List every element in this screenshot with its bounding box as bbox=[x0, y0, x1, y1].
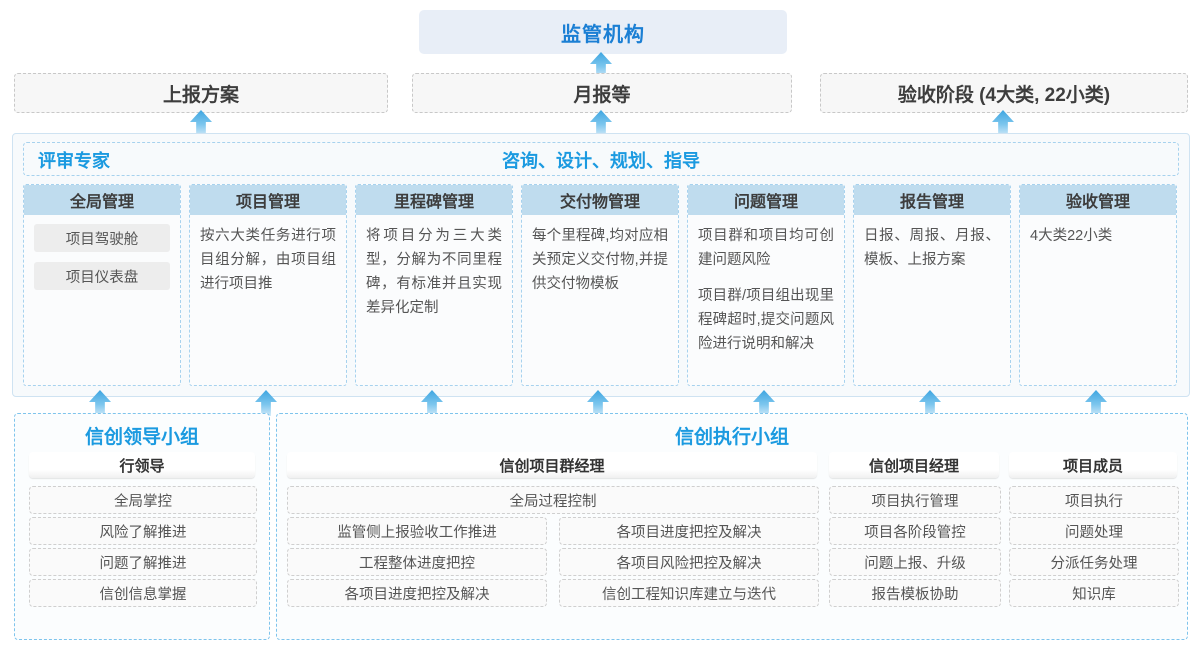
arrow-up-column-6 bbox=[919, 390, 941, 416]
exec-item[interactable]: 监管侧上报验收工作推进 bbox=[287, 517, 547, 545]
regulator-box: 监管机构 bbox=[419, 10, 787, 54]
exec-item[interactable]: 知识库 bbox=[1009, 579, 1179, 607]
capability-column[interactable]: 全局管理项目驾驶舱项目仪表盘 bbox=[23, 184, 181, 386]
capability-column-body: 将项目分为三大类型，分解为不同里程碑，有标准并且实现差异化定制 bbox=[356, 215, 512, 320]
leader-group-item[interactable]: 全局掌控 bbox=[29, 486, 257, 514]
arrow-up-column-1 bbox=[89, 390, 111, 416]
capability-description: 日报、周报、月报、模板、上报方案 bbox=[864, 228, 1000, 268]
capability-description: 项目群/项目组出现里程碑超时,提交问题风险进行说明和解决 bbox=[698, 288, 834, 352]
capability-description: 将项目分为三大类型，分解为不同里程碑，有标准并且实现差异化定制 bbox=[366, 228, 502, 316]
exec-item[interactable]: 问题上报、升级 bbox=[829, 548, 1001, 576]
exec-group: 信创执行小组 信创项目群经理全局过程控制监管侧上报验收工作推进工程整体进度把控各… bbox=[276, 413, 1188, 640]
capability-description: 每个里程碑,均对应相关预定义交付物,并提供交付物模板 bbox=[532, 228, 668, 292]
capability-column-body: 每个里程碑,均对应相关预定义交付物,并提供交付物模板 bbox=[522, 215, 678, 296]
report-box-monthly: 月报等 bbox=[412, 73, 792, 113]
exec-item[interactable]: 各项目风险把控及解决 bbox=[559, 548, 819, 576]
consulting-label: 咨询、设计、规划、指导 bbox=[502, 151, 700, 171]
capability-description: 项目群和项目均可创建问题风险 bbox=[698, 228, 834, 268]
capability-column-body: 4大类22小类 bbox=[1020, 215, 1176, 248]
exec-role-header-project-member[interactable]: 项目成员 bbox=[1009, 452, 1177, 478]
capability-column-title: 里程碑管理 bbox=[356, 185, 512, 215]
arrow-up-column-5 bbox=[753, 390, 775, 416]
expert-label: 评审专家 bbox=[38, 151, 110, 171]
capability-description: 按六大类任务进行项目组分解，由项目组进行项目推 bbox=[200, 228, 336, 292]
capability-column-body: 项目群和项目均可创建问题风险项目群/项目组出现里程碑超时,提交问题风险进行说明和… bbox=[688, 215, 844, 356]
expert-panel-header: 评审专家 咨询、设计、规划、指导 bbox=[23, 142, 1179, 176]
arrow-up-column-4 bbox=[587, 390, 609, 416]
capability-column-title: 报告管理 bbox=[854, 185, 1010, 215]
exec-item[interactable]: 分派任务处理 bbox=[1009, 548, 1179, 576]
exec-group-title: 信创执行小组 bbox=[674, 427, 789, 448]
exec-item[interactable]: 各项目进度把控及解决 bbox=[287, 579, 547, 607]
capability-column-title: 项目管理 bbox=[190, 185, 346, 215]
arrow-up-column-2 bbox=[255, 390, 277, 416]
capability-column-body: 日报、周报、月报、模板、上报方案 bbox=[854, 215, 1010, 272]
leader-group-item[interactable]: 风险了解推进 bbox=[29, 517, 257, 545]
capability-column[interactable]: 报告管理日报、周报、月报、模板、上报方案 bbox=[853, 184, 1011, 386]
arrow-to-report-plan bbox=[190, 110, 212, 136]
arrow-up-column-7 bbox=[1085, 390, 1107, 416]
exec-item-global-process-control[interactable]: 全局过程控制 bbox=[287, 486, 819, 514]
leader-group-item[interactable]: 信创信息掌握 bbox=[29, 579, 257, 607]
arrow-to-report-monthly bbox=[590, 110, 612, 136]
expert-panel: 评审专家 咨询、设计、规划、指导 全局管理项目驾驶舱项目仪表盘项目管理按六大类任… bbox=[12, 133, 1190, 397]
leader-group: 信创领导小组 行领导 全局掌控风险了解推进问题了解推进信创信息掌握 bbox=[14, 413, 270, 640]
capability-column[interactable]: 项目管理按六大类任务进行项目组分解，由项目组进行项目推 bbox=[189, 184, 347, 386]
exec-role-header-program-manager[interactable]: 信创项目群经理 bbox=[287, 452, 817, 478]
exec-item[interactable]: 报告模板协助 bbox=[829, 579, 1001, 607]
arrow-up-column-3 bbox=[421, 390, 443, 416]
exec-item[interactable]: 项目各阶段管控 bbox=[829, 517, 1001, 545]
arrow-to-report-acceptance bbox=[992, 110, 1014, 136]
exec-item[interactable]: 信创工程知识库建立与迭代 bbox=[559, 579, 819, 607]
capability-column-title: 交付物管理 bbox=[522, 185, 678, 215]
capability-column-body: 按六大类任务进行项目组分解，由项目组进行项目推 bbox=[190, 215, 346, 296]
capability-column[interactable]: 里程碑管理将项目分为三大类型，分解为不同里程碑，有标准并且实现差异化定制 bbox=[355, 184, 513, 386]
capability-pill[interactable]: 项目仪表盘 bbox=[34, 262, 170, 290]
capability-column-title: 全局管理 bbox=[24, 185, 180, 215]
exec-item[interactable]: 问题处理 bbox=[1009, 517, 1179, 545]
exec-item[interactable]: 工程整体进度把控 bbox=[287, 548, 547, 576]
leader-group-header[interactable]: 行领导 bbox=[29, 452, 255, 478]
capability-column[interactable]: 交付物管理每个里程碑,均对应相关预定义交付物,并提供交付物模板 bbox=[521, 184, 679, 386]
report-box-plan: 上报方案 bbox=[14, 73, 388, 113]
exec-item[interactable]: 各项目进度把控及解决 bbox=[559, 517, 819, 545]
capability-column-title: 验收管理 bbox=[1020, 185, 1176, 215]
report-box-acceptance: 验收阶段 (4大类, 22小类) bbox=[820, 73, 1188, 113]
capability-column-body: 项目驾驶舱项目仪表盘 bbox=[24, 215, 180, 290]
exec-role-header-project-manager[interactable]: 信创项目经理 bbox=[829, 452, 999, 478]
capability-column-title: 问题管理 bbox=[688, 185, 844, 215]
capability-pill[interactable]: 项目驾驶舱 bbox=[34, 224, 170, 252]
capability-description: 4大类22小类 bbox=[1030, 228, 1113, 244]
capability-column[interactable]: 验收管理 4大类22小类 bbox=[1019, 184, 1177, 386]
leader-group-item[interactable]: 问题了解推进 bbox=[29, 548, 257, 576]
arrow-to-regulator bbox=[590, 52, 612, 78]
exec-item[interactable]: 项目执行管理 bbox=[829, 486, 1001, 514]
capability-column[interactable]: 问题管理项目群和项目均可创建问题风险项目群/项目组出现里程碑超时,提交问题风险进… bbox=[687, 184, 845, 386]
exec-item[interactable]: 项目执行 bbox=[1009, 486, 1179, 514]
leader-group-title: 信创领导小组 bbox=[84, 427, 199, 448]
